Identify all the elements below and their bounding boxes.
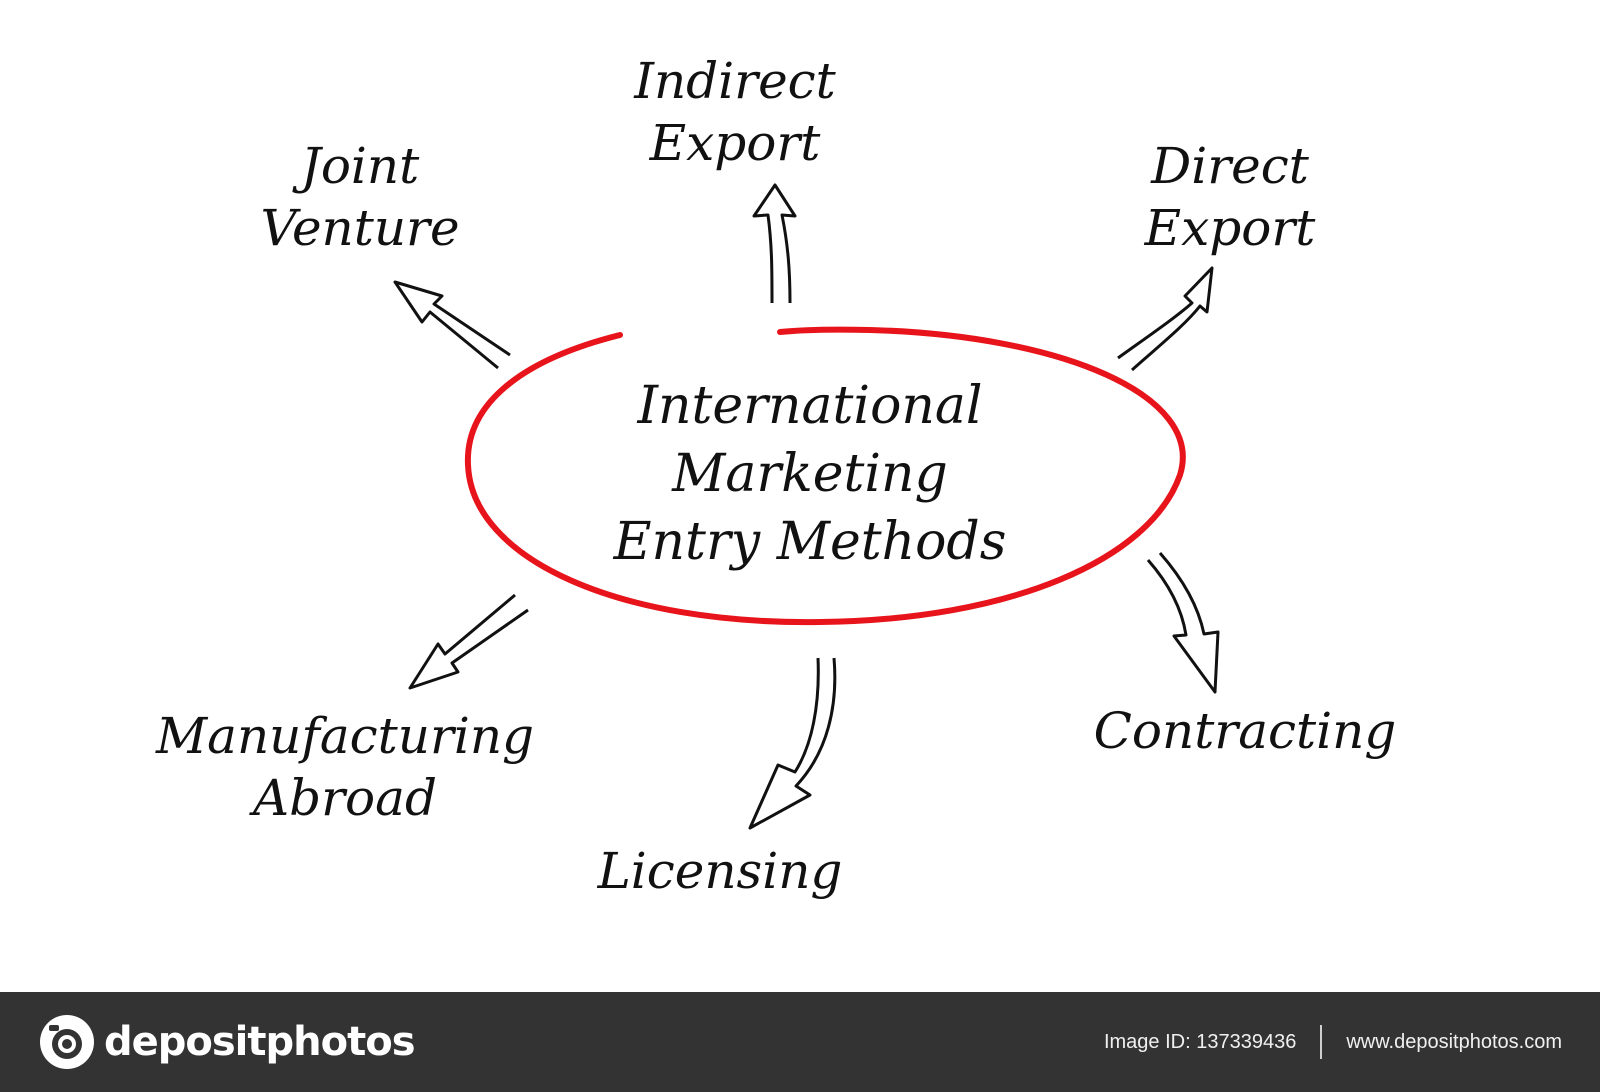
center-title-line-2: Marketing — [672, 444, 948, 504]
node-contracting-line-1: Contracting — [1093, 702, 1397, 760]
node-direct-export-line-2: Export — [1144, 199, 1316, 257]
node-manufacturing-abroad-line-1: Manufacturing — [155, 707, 535, 765]
node-licensing: Licensing — [560, 840, 880, 902]
watermark-footer: depositphotos Image ID: 137339436 www.de… — [0, 992, 1600, 1092]
camera-icon — [38, 1013, 96, 1071]
arrow-indirect-export — [752, 183, 797, 304]
brand-name: depositphotos — [104, 1019, 416, 1065]
arrow-joint-venture — [393, 280, 511, 370]
footer-divider — [1320, 1025, 1323, 1059]
node-manufacturing-abroad: Manufacturing Abroad — [95, 705, 595, 829]
node-joint-venture-line-1: Joint — [300, 137, 420, 195]
node-indirect-export: Indirect Export — [590, 50, 880, 174]
node-direct-export: Direct Export — [1110, 135, 1350, 259]
node-licensing-line-1: Licensing — [597, 842, 843, 900]
center-title-line-3: Entry Methods — [613, 512, 1007, 572]
diagram-graphics — [393, 183, 1220, 830]
diagram-canvas: International Marketing Entry Methods In… — [95, 50, 1450, 902]
node-indirect-export-line-2: Export — [649, 114, 821, 172]
node-joint-venture-line-2: Venture — [260, 199, 460, 257]
node-indirect-export-line-1: Indirect — [634, 52, 836, 110]
center-title-line-1: International — [637, 376, 983, 436]
footer-meta: Image ID: 137339436 www.depositphotos.co… — [1104, 1022, 1562, 1062]
center-title: International Marketing Entry Methods — [560, 372, 1060, 576]
node-contracting: Contracting — [1040, 700, 1450, 762]
image-id-text: Image ID: 137339436 — [1103, 1030, 1297, 1053]
node-joint-venture: Joint Venture — [225, 135, 495, 259]
center-ellipse — [464, 326, 1186, 626]
node-direct-export-line-1: Direct — [1151, 137, 1309, 195]
site-url-link[interactable]: www.depositphotos.com — [1346, 1030, 1562, 1053]
arrow-direct-export — [1117, 266, 1214, 372]
node-manufacturing-abroad-line-2: Abroad — [253, 769, 437, 827]
arrow-licensing — [748, 657, 837, 830]
arrow-contracting — [1146, 552, 1220, 694]
arrow-manufacturing-abroad — [408, 593, 529, 690]
brand-logo[interactable]: depositphotos — [38, 1012, 416, 1072]
